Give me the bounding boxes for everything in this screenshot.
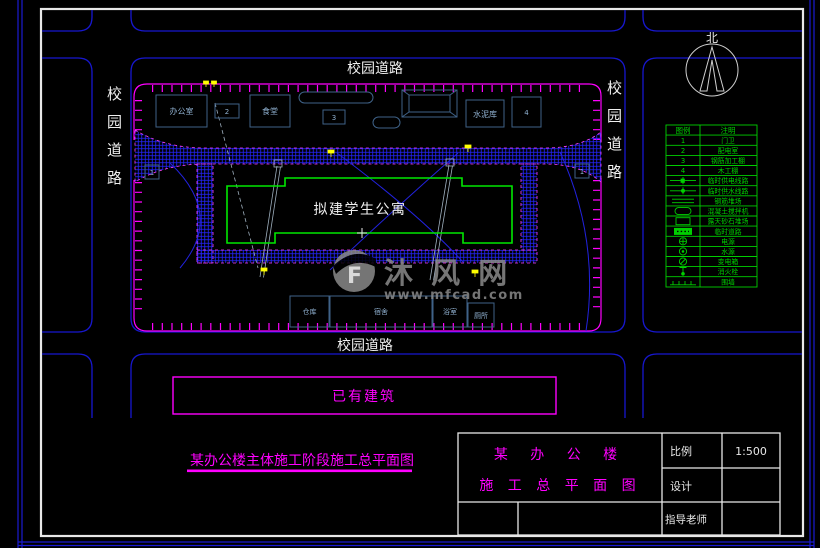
watermark-brand: 沐 风 网: [384, 256, 511, 290]
watermark-logo-letter: F: [347, 264, 362, 289]
watermark-url: www.mfcad.com: [384, 288, 524, 303]
legend-water-source-icon: [678, 247, 688, 256]
legend-label-transformer: 变电箱: [718, 257, 739, 266]
viewport-edge-lines: [17, 0, 815, 548]
legend-label-sand-gravel-yard: 露天砂石堆场: [708, 217, 749, 226]
legend-symbol-3: 3: [681, 157, 685, 165]
road-label-left: 校园道路: [105, 86, 123, 198]
advisor-label: 指导老师: [665, 513, 707, 526]
gate-guard-right-number: 1: [580, 168, 584, 176]
caption-underline: [187, 469, 412, 473]
cement-store-label: 水泥库: [473, 109, 497, 119]
design-label: 设计: [670, 480, 692, 493]
legend-label-carpentry-shed: 木工棚: [718, 166, 739, 175]
legend-transformer-icon: [678, 257, 688, 266]
scale-value: 1:500: [735, 445, 767, 458]
distribution-room-number: 2: [225, 108, 229, 116]
title-block-line2: 施 工 总 平 面 图: [479, 478, 640, 494]
north-label: 北: [706, 31, 718, 45]
warehouse-label: 仓库: [303, 307, 317, 316]
legend-symbol-1: 1: [681, 137, 685, 145]
toilet-label: 厕所: [474, 311, 488, 320]
legend-label-temp-water-line: 临时供水线路: [708, 186, 749, 195]
legend-label-rebar-yard: 钢筋堆场: [714, 197, 741, 206]
site-fence: [133, 83, 602, 332]
drawing-frame: [39, 7, 805, 538]
legend-label-distribution-room: 配电室: [718, 146, 739, 155]
proposed-building-label: 拟建学生公寓: [314, 201, 407, 218]
legend-wall-icon: [670, 281, 696, 286]
rebar-yard-shape: [298, 91, 374, 104]
proposed-building: 拟建学生公寓: [226, 177, 513, 244]
legend-label-temp-road: 临时道路: [714, 227, 741, 236]
crane-swing-arcs: [169, 151, 591, 332]
warehouse-box: 仓库: [289, 295, 330, 328]
legend-water-line-icon: [670, 187, 696, 195]
road-label-bottom: 校园道路: [337, 337, 393, 354]
watermark: F 沐 风 网 www.mfcad.com: [333, 250, 524, 303]
existing-building-label: 已有建筑: [332, 389, 396, 405]
facilities: 办公室 2 食堂 3 水泥库 4 1: [144, 89, 590, 328]
legend-double-line-icon: [672, 198, 694, 204]
legend-label-concrete-mixer: 混凝土搅拌机: [708, 207, 749, 216]
legend-header-symbol: 图例: [676, 125, 691, 135]
gate-guard-left-number: 1: [150, 169, 154, 177]
legend-label-water-source: 水源: [721, 247, 735, 256]
legend-power-line-icon: [670, 177, 696, 185]
legend-label-rebar-shed: 钢筋加工棚: [711, 156, 745, 165]
legend-hydrant-icon: [679, 267, 687, 276]
legend-power-source-icon: [678, 237, 688, 246]
drawing-caption: 某办公楼主体施工阶段施工总平面图: [187, 453, 414, 473]
legend-symbol-4: 4: [681, 167, 685, 175]
gate-guard-right-box: 1: [574, 163, 590, 179]
hydrant-markers: [203, 80, 479, 277]
legend-label-power-source: 电源: [721, 237, 735, 246]
legend-header-label: 注明: [721, 125, 736, 135]
legend-label-gatehouse: 门卫: [721, 136, 735, 145]
existing-building: 已有建筑: [172, 376, 557, 415]
campus-roads: [42, 10, 802, 418]
watermark-logo-swoosh: [333, 253, 376, 274]
title-block-line1: 某 办 公 楼: [494, 447, 626, 463]
road-label-right: 校园道路: [605, 80, 623, 192]
legend-mixer-icon: [674, 207, 692, 216]
legend-table: 图例 注明 门卫 配电室 钢筋加工棚 木工棚 临时供电线路 临时供水线路 钢筋堆…: [665, 124, 758, 288]
scale-label: 比例: [670, 444, 692, 458]
legend-number-symbols: 1 2 3 4: [681, 137, 685, 175]
distribution-room-box: 2: [214, 103, 240, 119]
toilet-box: 厕所: [467, 302, 495, 328]
legend-symbol-2: 2: [681, 147, 685, 155]
legend-label-temp-power-line: 临时供电线路: [708, 176, 749, 185]
concrete-mixer-shape: [372, 116, 401, 129]
dormitory-label: 宿舍: [374, 307, 388, 316]
canteen-label: 食堂: [262, 106, 278, 116]
north-arrow: 北: [685, 31, 739, 97]
legend-label-fire-hydrant: 消火栓: [718, 267, 739, 276]
office-box: 办公室: [155, 94, 208, 128]
dormitory-box: 宿舍: [329, 295, 433, 328]
center-mark: [357, 228, 367, 238]
caption-text: 某办公楼主体施工阶段施工总平面图: [190, 453, 414, 469]
title-block: 某 办 公 楼 施 工 总 平 面 图 比例 1:500 设计 指导老师: [457, 432, 781, 536]
legend-labels: 门卫 配电室 钢筋加工棚 木工棚 临时供电线路 临时供水线路 钢筋堆场 混凝土搅…: [708, 136, 749, 286]
legend-label-enclosure-wall: 围墙: [721, 277, 735, 286]
cement-store-box: 水泥库: [465, 99, 505, 128]
office-label: 办公室: [170, 106, 194, 116]
canteen-box: 食堂: [249, 94, 291, 128]
legend-open-rect-icon: [675, 217, 691, 226]
carpentry-shed-number: 4: [524, 109, 529, 117]
rebar-shed-box: 3: [322, 109, 346, 125]
legend-hatch-rect-icon: [674, 227, 692, 235]
material-shed-box: [401, 89, 458, 118]
rebar-shed-number: 3: [332, 114, 336, 122]
bathroom-label: 浴室: [443, 307, 457, 316]
bathroom-box: 浴室: [432, 295, 468, 328]
gate-guard-left-box: 1: [144, 164, 160, 180]
carpentry-shed-box: 4: [511, 96, 542, 128]
road-label-top: 校园道路: [347, 60, 403, 77]
